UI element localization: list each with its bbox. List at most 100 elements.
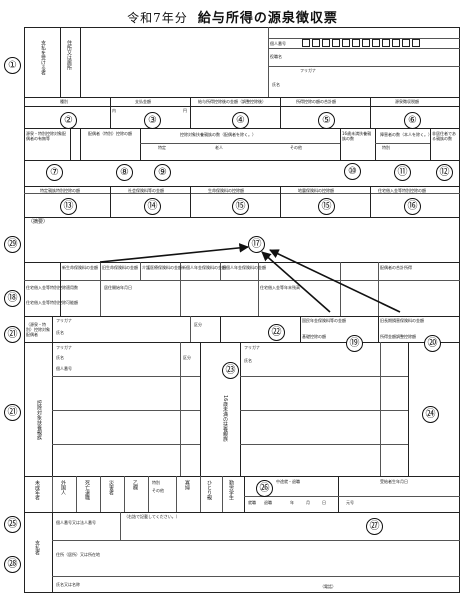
marker-15b: ⑮ bbox=[318, 198, 335, 215]
dep-furigana-1: フリガナ bbox=[56, 345, 72, 350]
remarks-label: （摘要） bbox=[28, 219, 49, 225]
marker-25: ㉕ bbox=[4, 516, 21, 533]
new-pension-label: 新個人年金保険料の金額 bbox=[182, 265, 226, 270]
marker-6: ⑥ bbox=[404, 112, 421, 129]
payer-address-label: 住所（居所）又は所在地 bbox=[56, 552, 100, 557]
midyear-label: 中途就・退職 bbox=[276, 479, 300, 484]
spouse-furigana-label: フリガナ bbox=[56, 318, 72, 323]
housing-header: 住宅借入金等特別控除の額 bbox=[378, 188, 426, 193]
spouse-deduction-header: 配偶者（特別）控除の額 bbox=[88, 131, 132, 136]
unit-inner: 内 bbox=[112, 108, 116, 113]
elderly-header: 老人 bbox=[215, 145, 223, 150]
marker-19: ⑲ bbox=[346, 335, 363, 352]
earthquake-header: 地震保険料の控除額 bbox=[298, 188, 334, 193]
marker-28: ㉘ bbox=[4, 556, 21, 573]
marker-22: ㉒ bbox=[268, 324, 285, 341]
spouse-class-label: 区分 bbox=[194, 322, 202, 327]
furigana-label: フリガナ bbox=[300, 68, 316, 73]
old-life-label: 旧生命保険料の金額 bbox=[102, 265, 138, 270]
address-label: 住所又は居所 bbox=[66, 40, 72, 70]
title-text: 給与所得の源泉徴収票 bbox=[197, 11, 338, 26]
housing-count-label: 住宅借入金等特別控除適用数 bbox=[26, 285, 78, 290]
withholding-header: 源泉徴収税額 bbox=[395, 99, 419, 104]
loan-balance-label: 住宅借入金等年末残高 bbox=[260, 285, 300, 290]
name-label: 氏名 bbox=[272, 82, 280, 87]
marker-4: ④ bbox=[232, 112, 249, 129]
marker-7: ⑦ bbox=[46, 164, 63, 181]
under16-header: 16歳未満扶養親族の数 bbox=[342, 131, 372, 141]
dep-mynumber-1: 個人番号 bbox=[56, 366, 72, 371]
payer-mynumber-label: 個人番号又は法人番号 bbox=[56, 520, 96, 525]
marker-20: ⑳ bbox=[424, 335, 441, 352]
marker-24: ㉔ bbox=[422, 406, 439, 423]
new-life-label: 新生命保険料の金額 bbox=[62, 265, 98, 270]
marker-10: ⑩ bbox=[344, 163, 361, 180]
marker-1: ① bbox=[4, 57, 21, 74]
type-header: 種別 bbox=[60, 99, 68, 104]
marker-16: ⑯ bbox=[404, 198, 421, 215]
deceased-label: 死亡退職 bbox=[84, 480, 90, 500]
old-longterm-label: 旧長期損害保険料の金額 bbox=[380, 318, 424, 323]
mynumber-label: 個人番号 bbox=[270, 41, 286, 46]
spouse-presence-header: 源泉・特別控除対象配偶者の有無等 bbox=[26, 131, 66, 141]
nonresident-header: 非居住者である親族の数 bbox=[432, 131, 456, 141]
basic-deduction-label: 基礎控除の額 bbox=[302, 334, 326, 339]
marker-21a: ㉑ bbox=[4, 326, 21, 343]
era-year: 令和7年分 bbox=[127, 11, 188, 25]
working-student-label: 勤労学生 bbox=[228, 480, 234, 500]
disaster-label: 災害者 bbox=[108, 480, 114, 495]
otsu-label: 乙欄 bbox=[132, 480, 138, 490]
employment-label: 就職 bbox=[248, 500, 256, 505]
social-header: 社会保険料等の金額 bbox=[128, 188, 164, 193]
form-frame bbox=[24, 27, 460, 593]
specific-header: 特定 bbox=[158, 145, 166, 150]
marker-27: ㉗ bbox=[366, 518, 383, 535]
marker-15a: ⑮ bbox=[232, 198, 249, 215]
marker-11: ⑪ bbox=[394, 164, 411, 181]
marker-12: ⑫ bbox=[436, 164, 453, 181]
marker-13: ⑬ bbox=[60, 198, 77, 215]
marker-5: ⑤ bbox=[318, 112, 335, 129]
marker-17: ⑰ bbox=[248, 236, 265, 253]
disabled-header: 障害者の数（本人を除く。） bbox=[380, 132, 432, 137]
payer-name-label: 氏名又は名称 bbox=[56, 582, 80, 587]
marker-2: ② bbox=[60, 112, 77, 129]
position-label: 役職名 bbox=[270, 54, 282, 59]
u16-furigana-1: フリガナ bbox=[244, 345, 260, 350]
income-adjust-label: 所得金額調整控除額 bbox=[380, 334, 416, 339]
national-pension-label: 国民年金保険料等の金額 bbox=[302, 318, 346, 323]
total-deductions-header: 所得控除の額の合計額 bbox=[296, 99, 336, 104]
payment-header: 支払金額 bbox=[135, 99, 151, 104]
dep-name-1: 氏名 bbox=[56, 355, 64, 360]
single-parent-label: ひとり親 bbox=[206, 480, 212, 500]
birth-label: 受給者生年月日 bbox=[380, 479, 408, 484]
recipient-label: 支払を受ける者 bbox=[40, 40, 46, 75]
housing-available-label: 住宅借入金等特別控除可能額 bbox=[26, 300, 78, 305]
era-label: 元号 bbox=[346, 500, 354, 505]
dependents-count-header: 控除対象扶養親族の数（配偶者を除く。） bbox=[180, 132, 256, 137]
special-header: 特別 bbox=[382, 145, 390, 150]
spouse-name-label: 氏名 bbox=[56, 330, 64, 335]
dep-class-1: 区分 bbox=[183, 355, 191, 360]
document-title: 令和7年分給与所得の源泉徴収票 bbox=[0, 7, 465, 26]
disabled-special-label: 特別 bbox=[152, 480, 160, 485]
marker-3: ③ bbox=[144, 112, 161, 129]
u16-name-1: 氏名 bbox=[244, 358, 252, 363]
marker-18: ⑱ bbox=[4, 290, 21, 307]
specific-dependent-header: 特定親族特別控除の額 bbox=[40, 188, 80, 193]
life-header: 生命保険料の控除額 bbox=[208, 188, 244, 193]
marker-29: ㉙ bbox=[4, 236, 21, 253]
care-label: 介護医療保険料の金額 bbox=[142, 265, 182, 270]
unit-yen: 円 bbox=[183, 108, 187, 113]
widow-label: 寡婦 bbox=[184, 480, 190, 490]
under16-section-label: 16歳未満の扶養親族 bbox=[222, 395, 228, 442]
retirement-label: 退職 bbox=[264, 500, 272, 505]
year-label: 年 bbox=[290, 500, 294, 505]
marker-23: ㉓ bbox=[222, 362, 239, 379]
old-pension-label: 旧個人年金保険料の金額 bbox=[222, 265, 266, 270]
marker-26: ㉖ bbox=[256, 480, 273, 497]
disabled-other-label: その他 bbox=[152, 488, 164, 493]
payer-phone-label: （電話） bbox=[320, 584, 336, 589]
others-header: その他 bbox=[290, 145, 302, 150]
marker-21b: ㉑ bbox=[4, 404, 21, 421]
